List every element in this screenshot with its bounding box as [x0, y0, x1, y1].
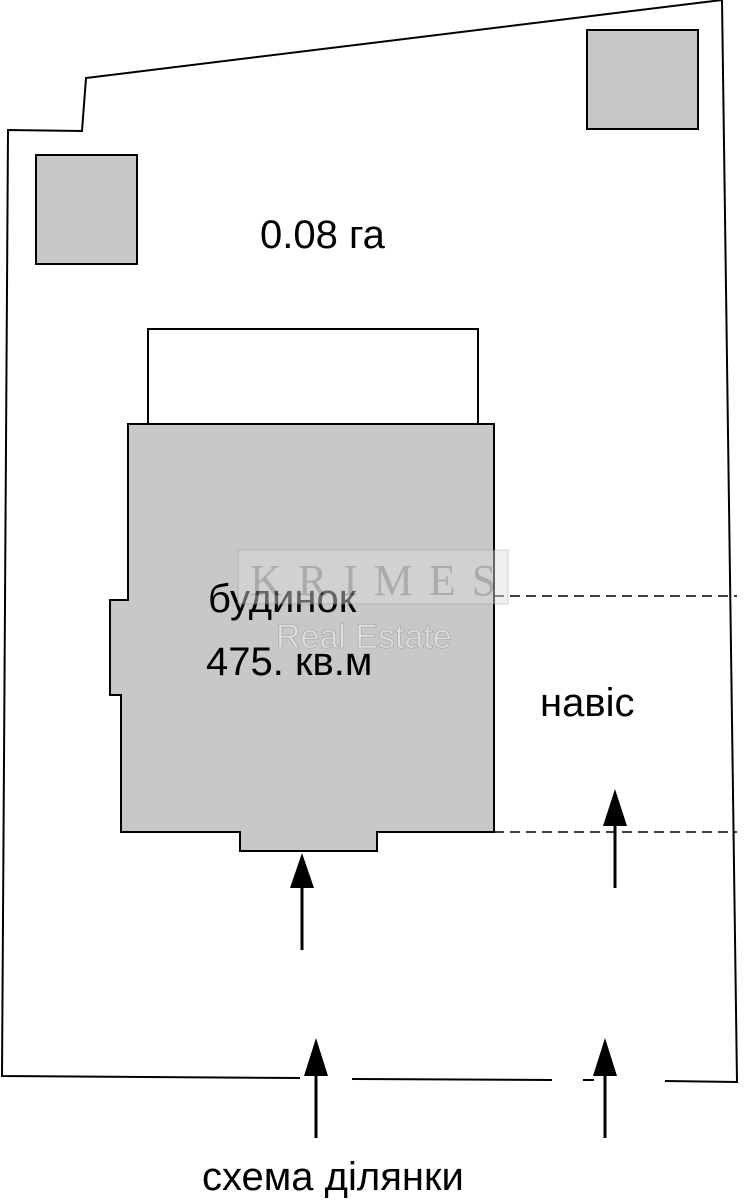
house-area-label: 475. кв.м — [206, 640, 372, 684]
house-label: будинок — [208, 577, 357, 621]
plot-boundary — [0, 0, 739, 1084]
arrow-icon — [603, 789, 627, 888]
watermark-sub: Real Estate — [276, 618, 452, 656]
canopy-label: навіс — [540, 681, 634, 725]
arrow-icon — [304, 1038, 328, 1138]
plot-boundary-gate-segment — [351, 1078, 553, 1081]
house — [109, 423, 495, 852]
terrace — [147, 328, 479, 425]
watermark: KRIMES Real Estate — [237, 549, 512, 656]
outbuilding-right — [586, 29, 699, 130]
caption: схема ділянки — [202, 1155, 464, 1199]
arrow-icon — [593, 1038, 617, 1138]
plot-area-label: 0.08 га — [260, 213, 386, 257]
watermark-brand: KRIMES — [250, 556, 512, 605]
arrow-icon — [290, 853, 314, 950]
outbuilding-left — [35, 154, 138, 265]
